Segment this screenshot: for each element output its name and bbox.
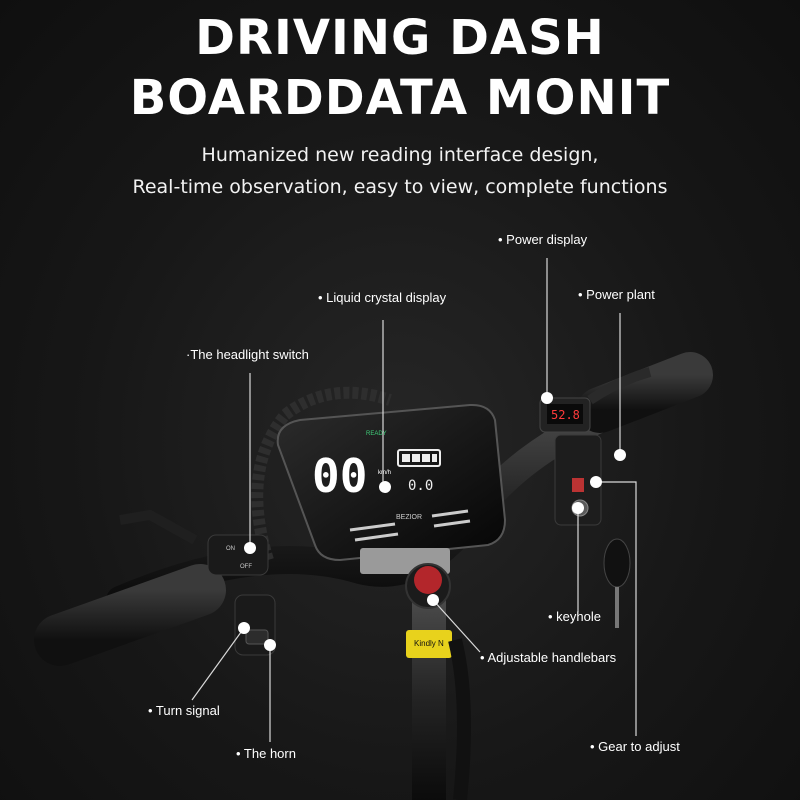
subheadline-line-2: Real-time observation, easy to view, com…: [132, 176, 668, 198]
speed-unit: km/h: [378, 470, 391, 476]
callout-power-plant: • Power plant: [578, 287, 655, 302]
battery-cell: [402, 454, 410, 462]
right-grip: [577, 352, 713, 433]
left-grip: [34, 564, 226, 666]
handlebars-leader: [432, 599, 481, 653]
handlebars-dot: [427, 594, 439, 606]
horn-dot: [264, 639, 276, 651]
ready-indicator: READY: [366, 431, 387, 437]
warning-sticker-text: Kindly N: [414, 639, 444, 648]
dashboard-brand: BEZIOR: [396, 514, 422, 521]
callout-leaders: [191, 258, 637, 742]
battery-cell: [412, 454, 420, 462]
lcd-dashboard: 00 READY km/h 0.0 BEZIOR: [276, 403, 507, 562]
power-display-dot: [541, 392, 553, 404]
gear-button: [572, 478, 584, 492]
battery-gauge: [397, 449, 441, 467]
aux-readout: 0.0: [408, 478, 433, 494]
callout-keyhole: • keyhole: [548, 609, 601, 624]
callout-adjustable-handlebars: • Adjustable handlebars: [480, 650, 617, 665]
voltmeter-reading: 52.8: [551, 408, 580, 422]
lcd-dot: [379, 481, 391, 493]
callout-power-display: • Power display: [498, 232, 588, 247]
headlight-on-label: ON: [226, 546, 235, 552]
headlight-switch-dot: [244, 542, 256, 554]
key-fob: [603, 538, 631, 588]
callout-dots: [238, 392, 626, 651]
headline-line-1: DRIVING DASH: [195, 10, 605, 66]
turn-signal-dot: [238, 622, 250, 634]
keyhole-dot: [572, 502, 584, 514]
adjust-knob-cap: [414, 566, 442, 594]
brake-cable-lower: [448, 638, 471, 800]
callout-headlight-switch: ·The headlight switch: [186, 347, 309, 362]
callout-the-horn: • The horn: [236, 746, 296, 761]
battery-cell: [432, 454, 437, 462]
power-plant-dot: [614, 449, 626, 461]
warning-sticker: [406, 630, 452, 658]
callout-gear-to-adjust: • Gear to adjust: [590, 739, 680, 754]
headlight-off-label: OFF: [240, 564, 252, 570]
battery-cell: [422, 454, 430, 462]
voltmeter-screen: [547, 404, 583, 424]
subheadline-line-1: Humanized new reading interface design,: [201, 144, 599, 166]
gear-leader: [596, 481, 637, 736]
callout-turn-signal: • Turn signal: [148, 703, 220, 718]
speed-readout: 00: [312, 449, 367, 503]
gear-dot: [590, 476, 602, 488]
brake-lever-left: [119, 509, 198, 545]
headlight-switch-block: [207, 534, 269, 576]
callout-liquid-crystal-display: • Liquid crystal display: [318, 290, 447, 305]
dashboard-deco-lines: [431, 509, 471, 528]
horn-button: [245, 629, 269, 645]
headline-line-2: BOARDDATA MONIT: [129, 70, 671, 126]
turn-signal-leader: [191, 627, 245, 701]
brake-cable-upper: [251, 386, 392, 562]
dashboard-deco-lines: [349, 522, 399, 542]
